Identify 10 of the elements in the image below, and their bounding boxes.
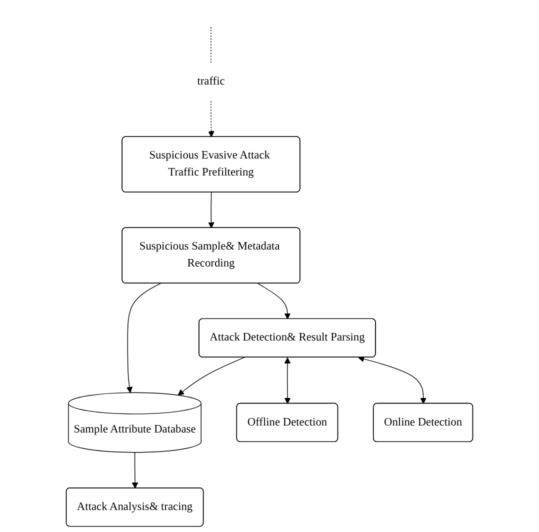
arrow [126,283,161,393]
arrow [208,100,214,138]
arrow [358,356,426,404]
arrow [257,283,291,320]
arrow [132,452,138,489]
arrow [208,192,214,228]
arrow [178,357,245,396]
arrow [284,357,291,404]
connector [210,26,212,63]
node-text: traffic [197,75,225,88]
